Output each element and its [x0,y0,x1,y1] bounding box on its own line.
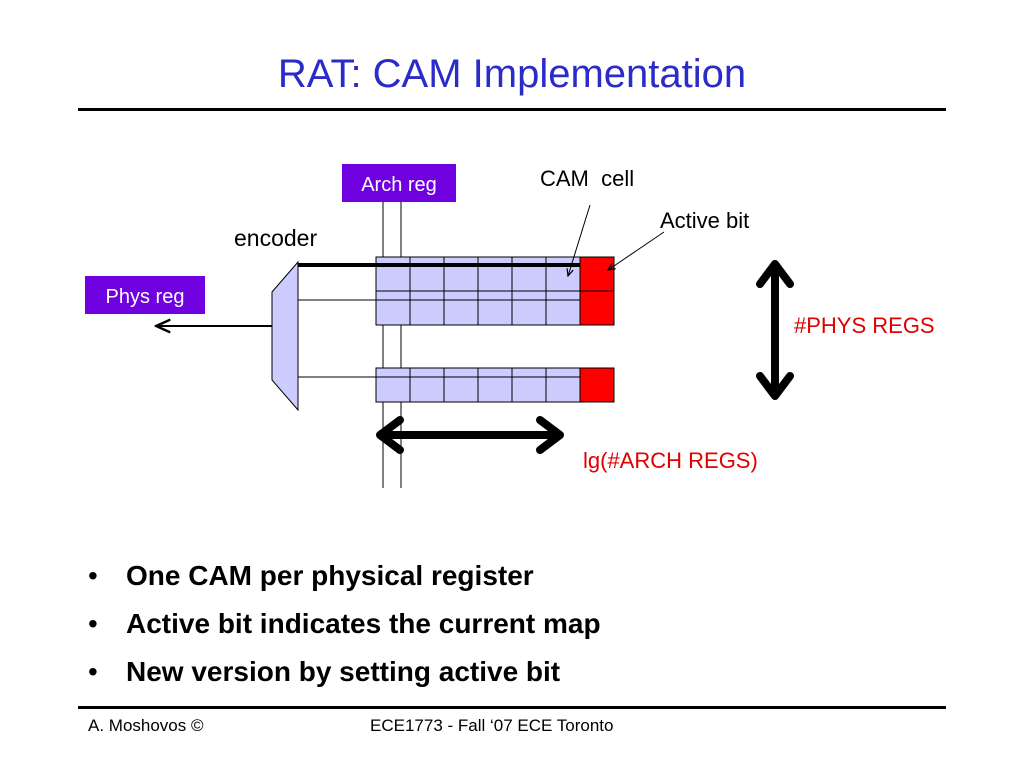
cam-cell-label: CAM cell [540,166,634,191]
footer-divider [78,706,946,709]
title-divider [78,108,946,111]
footer-course: ECE1773 - Fall ‘07 ECE Toronto [370,716,614,735]
bullet-item: One CAM per physical register [88,552,601,600]
phys-reg-label: Phys reg [106,286,185,308]
encoder-block [271,260,299,412]
encoder-label: encoder [234,225,317,251]
cam-row-1 [375,256,581,292]
active-bit-pointer [608,231,665,270]
bullet-list: One CAM per physical register Active bit… [88,552,601,696]
cam-row-3 [375,367,581,403]
cam-cell-pointer [568,204,591,276]
arch-reg-label: Arch reg [361,174,437,196]
phys-reg-box [85,276,205,314]
active-bit-row-1 [579,256,615,292]
double-arrow-vertical-icon [756,260,794,400]
bullet-item: Active bit indicates the current map [88,600,601,648]
arch-regs-width-label: lg(#ARCH REGS) [583,448,758,473]
arch-reg-box [342,164,456,202]
active-bit-label: Active bit [660,208,749,233]
active-bit-row-3 [579,367,615,403]
phys-regs-count-label: #PHYS REGS [794,313,935,338]
slide-title: RAT: CAM Implementation [277,52,747,96]
active-bit-row-2 [579,290,615,326]
double-arrow-horizontal-icon [376,416,564,454]
footer-author: A. Moshovos © [88,716,204,735]
cam-row-2 [375,290,581,326]
bullet-item: New version by setting active bit [88,648,601,696]
